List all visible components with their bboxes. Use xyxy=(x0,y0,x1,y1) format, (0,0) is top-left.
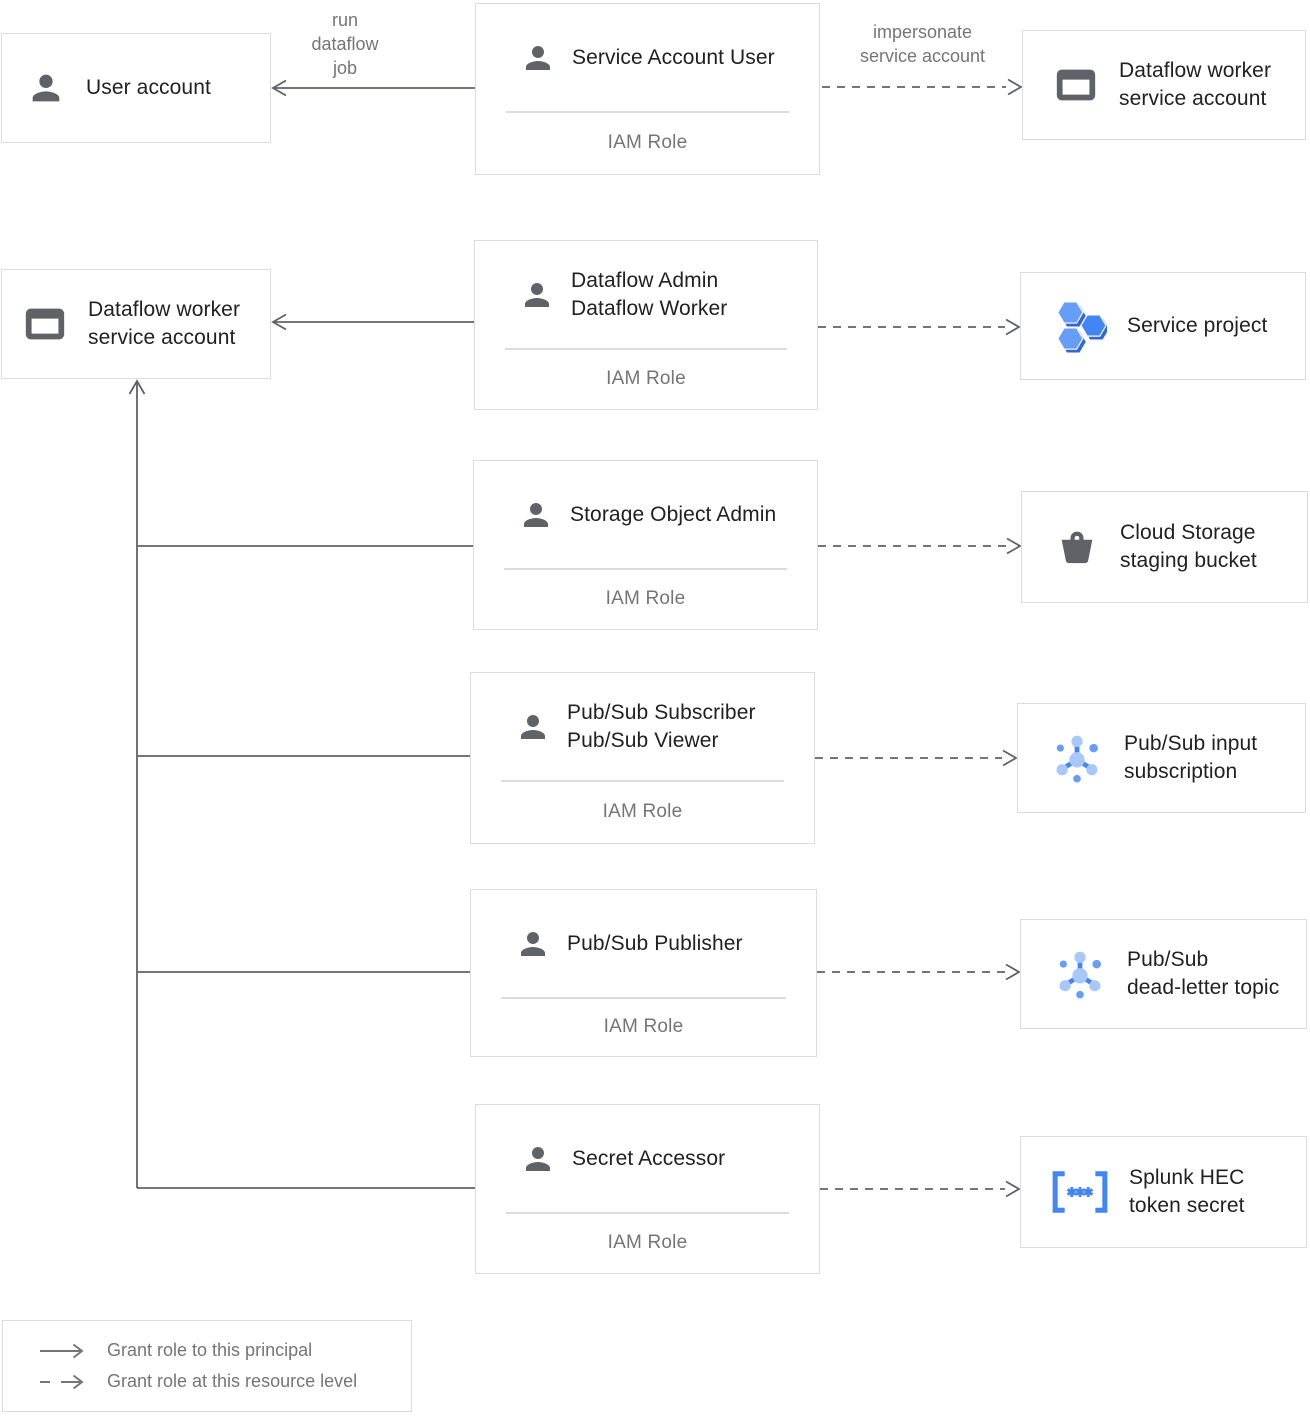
pubsub-icon xyxy=(1053,947,1107,1001)
box-service-project: Service project xyxy=(1020,272,1306,380)
person-icon xyxy=(520,40,556,76)
box-label: Splunk HEC token secret xyxy=(1129,1166,1245,1217)
iam-role-box-secret-accessor: Secret Accessor IAM Role xyxy=(475,1104,820,1274)
service-account-card-icon xyxy=(22,301,68,347)
service-account-card-icon xyxy=(1053,62,1099,108)
box-dataflow-worker-service-account-left: Dataflow worker service account xyxy=(1,269,271,379)
iam-role-box-dataflow-admin-worker: Dataflow Admin Dataflow Worker IAM Role xyxy=(474,240,818,410)
box-label: Pub/Sub dead-letter topic xyxy=(1127,948,1280,999)
divider xyxy=(501,997,786,999)
legend: Grant role to this principal Grant role … xyxy=(2,1320,412,1412)
box-label: Cloud Storage staging bucket xyxy=(1120,521,1257,572)
project-hexagons-icon xyxy=(1053,298,1107,354)
legend-row-dashed: Grant role at this resource level xyxy=(37,1371,411,1392)
iam-role-label: IAM Role xyxy=(603,1016,684,1038)
iam-role-title: Service Account User xyxy=(572,45,775,69)
box-dataflow-worker-service-account-top: Dataflow worker service account xyxy=(1022,30,1306,140)
solid-arrow-icon xyxy=(40,1343,84,1358)
person-icon xyxy=(515,926,551,962)
box-splunk-hec-token-secret: Splunk HEC token secret xyxy=(1020,1136,1307,1248)
iam-role-label: IAM Role xyxy=(607,132,688,154)
iam-role-title: Secret Accessor xyxy=(572,1146,726,1170)
iam-role-title: Storage Object Admin xyxy=(570,502,777,526)
person-icon xyxy=(515,709,551,745)
box-cloud-storage-staging-bucket: Cloud Storage staging bucket xyxy=(1021,491,1308,603)
legend-solid-label: Grant role to this principal xyxy=(107,1340,313,1360)
person-icon xyxy=(520,1141,556,1177)
box-pubsub-dead-letter-topic: Pub/Sub dead-letter topic xyxy=(1020,919,1307,1029)
divider xyxy=(501,780,784,782)
box-label: Service project xyxy=(1127,314,1268,337)
box-user-account: User account xyxy=(1,33,271,143)
iam-role-title: Pub/Sub Publisher xyxy=(567,931,743,955)
box-label: Pub/Sub input subscription xyxy=(1124,732,1258,783)
storage-bucket-icon xyxy=(1054,524,1100,570)
iam-role-box-pubsub-subscriber-viewer: Pub/Sub Subscriber Pub/Sub Viewer IAM Ro… xyxy=(470,672,815,844)
dashed-arrow-icon xyxy=(40,1374,84,1389)
person-icon xyxy=(26,68,66,108)
legend-dashed-label: Grant role at this resource level xyxy=(107,1371,358,1391)
legend-row-solid: Grant role to this principal xyxy=(37,1340,411,1361)
box-label: Dataflow worker service account xyxy=(88,298,241,349)
iam-role-label: IAM Role xyxy=(607,1232,688,1254)
iam-role-label: IAM Role xyxy=(602,801,683,823)
box-label: Dataflow worker service account xyxy=(1119,59,1272,110)
secret-manager-icon xyxy=(1047,1169,1113,1215)
edge-label-impersonate-service-account: impersonate service account xyxy=(859,22,986,66)
iam-role-box-storage-object-admin: Storage Object Admin IAM Role xyxy=(473,460,818,630)
iam-role-label: IAM Role xyxy=(605,588,686,610)
person-icon xyxy=(518,497,554,533)
divider xyxy=(504,568,787,570)
edge-label-run-dataflow-job: run dataflow job xyxy=(311,10,379,78)
divider xyxy=(505,348,787,350)
divider xyxy=(506,1212,789,1214)
box-label: User account xyxy=(86,76,211,99)
iam-role-box-pubsub-publisher: Pub/Sub Publisher IAM Role xyxy=(470,889,817,1057)
iam-role-title: Dataflow Admin Dataflow Worker xyxy=(571,268,728,320)
iam-role-label: IAM Role xyxy=(606,368,686,390)
box-pubsub-input-subscription: Pub/Sub input subscription xyxy=(1017,703,1306,813)
pubsub-icon xyxy=(1050,731,1104,785)
iam-role-title: Pub/Sub Subscriber Pub/Sub Viewer xyxy=(567,700,756,752)
iam-role-box-service-account-user: Service Account User IAM Role xyxy=(475,3,820,175)
divider xyxy=(506,111,789,113)
person-icon xyxy=(519,277,555,313)
